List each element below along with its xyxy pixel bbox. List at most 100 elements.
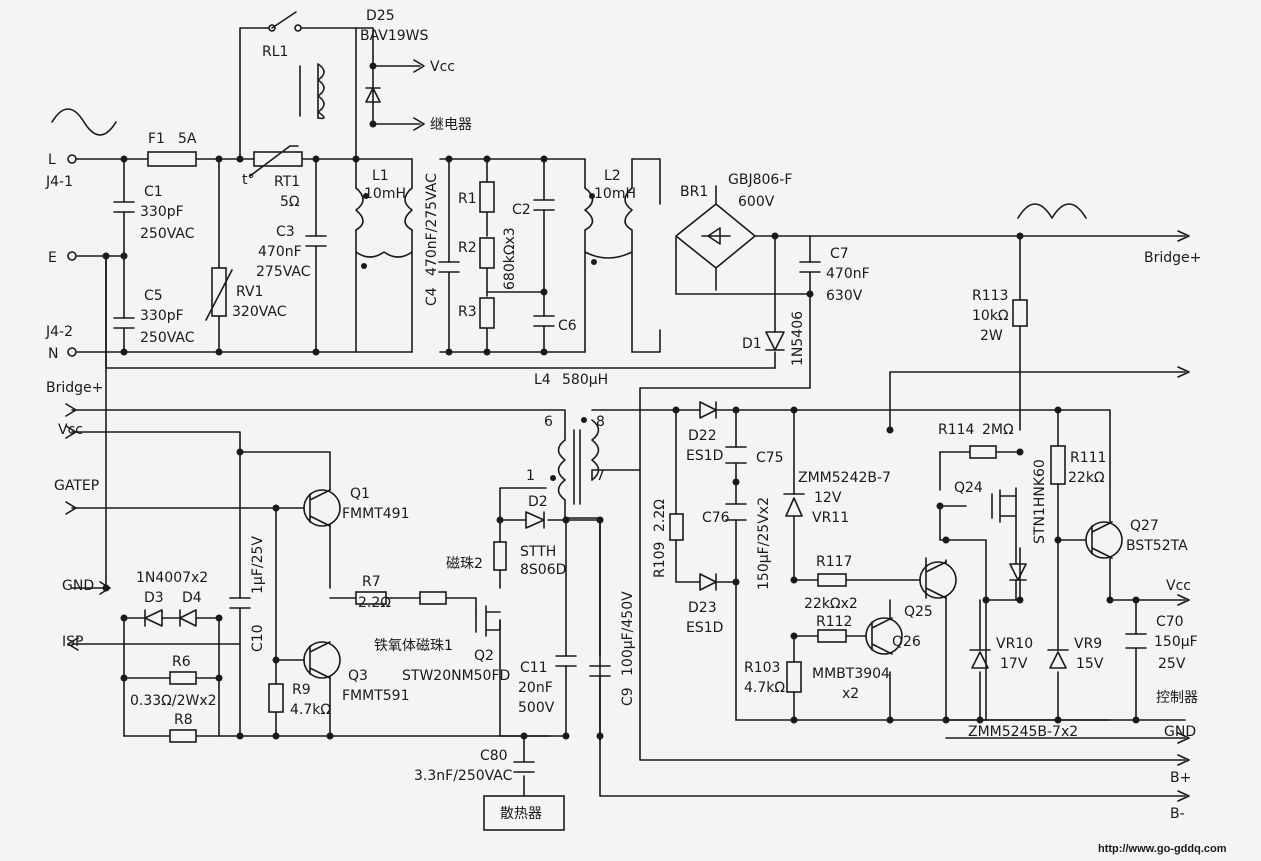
cap-C7 [799, 261, 821, 273]
label-T7: 7 [596, 468, 605, 484]
diode-STN [1009, 563, 1027, 581]
label-R112: R112 [816, 614, 852, 630]
label-R8: R8 [174, 712, 193, 728]
label-C1-rating: 250VAC [140, 226, 195, 242]
resistor-R3 [479, 297, 495, 329]
label-F1-value: 5A [178, 131, 197, 147]
label-D25: D25 [366, 8, 395, 24]
zener-VR10 [969, 649, 991, 669]
label-L: L [48, 152, 56, 168]
label-R68: 0.33Ω/2Wx2 [130, 693, 217, 709]
wires [71, 27, 1186, 797]
label-Q27-part: BST52TA [1126, 538, 1188, 554]
cap-C11 [555, 655, 577, 667]
diode-D22 [699, 401, 717, 419]
cap-C70 [1125, 633, 1147, 649]
bridge-BR1 [675, 203, 756, 269]
label-R113-value: 10kΩ [972, 308, 1009, 324]
terminal-N [67, 347, 77, 357]
label-D2-part2: 8S06D [520, 562, 566, 578]
label-C5-rating: 250VAC [140, 330, 195, 346]
zener-VR9 [1047, 649, 1069, 669]
label-D22: D22 [688, 428, 717, 444]
label-R111: R111 [1070, 450, 1106, 466]
transformer [557, 419, 600, 501]
label-Q1: Q1 [350, 486, 370, 502]
label-R103: R103 [744, 660, 780, 676]
cap-C1 [113, 201, 135, 213]
label-C3-rating: 275VAC [256, 264, 311, 280]
label-mmbt: MMBT3904 [812, 666, 890, 682]
cap-C4 [438, 261, 460, 273]
label-Q1-part: FMMT491 [342, 506, 409, 522]
cap-C2 [533, 199, 555, 211]
label-Q24: Q24 [954, 480, 983, 496]
relay-coil [317, 63, 325, 120]
label-C4: C4 [424, 287, 440, 306]
label-C3-value: 470nF [258, 244, 302, 260]
label-C80-value: 3.3nF/250VAC [414, 768, 513, 784]
label-BR1-value: 600V [738, 194, 775, 210]
ferrite-bead-2 [493, 541, 507, 571]
label-L2-value: 10mH [594, 186, 636, 202]
label-vcc-right: Vcc [1166, 578, 1191, 594]
label-zmm45: ZMM5245B-7x2 [968, 724, 1078, 740]
thermistor-RT1 [253, 151, 303, 167]
label-R6: R6 [172, 654, 191, 670]
label-Q26: Q26 [892, 634, 921, 650]
zener-VR11 [783, 493, 805, 517]
choke-L1 [355, 187, 413, 231]
label-Q3-part: FMMT591 [342, 688, 409, 704]
diode-D2 [525, 511, 545, 529]
label-L4-value: 580μH [562, 372, 608, 388]
resistor-R1 [479, 181, 495, 213]
label-bridge-left: Bridge+ [46, 380, 103, 396]
label-C11-rating: 500V [518, 700, 555, 716]
label-C80: C80 [480, 748, 508, 764]
diode-D25 [365, 87, 381, 103]
label-C7-rating: 630V [826, 288, 863, 304]
label-L1-value: 10mH [364, 186, 406, 202]
label-C9-value: 100μF/450V [620, 591, 636, 676]
label-T8: 8 [596, 414, 605, 430]
label-C9: C9 [620, 687, 636, 706]
label-C7: C7 [830, 246, 849, 262]
choke-L2 [584, 187, 633, 259]
label-C7576: 150μF/25Vx2 [756, 497, 772, 590]
mosfet-Q2 [475, 605, 501, 637]
label-C76: C76 [702, 510, 730, 526]
label-D1: D1 [742, 336, 762, 352]
label-RV1-value: 320VAC [232, 304, 287, 320]
label-BR1: BR1 [680, 184, 708, 200]
label-R117-value: 22kΩx2 [804, 596, 858, 612]
label-VR11: VR11 [812, 510, 849, 526]
label-C10-value: 1μF/25V [250, 536, 266, 594]
label-Q27: Q27 [1130, 518, 1159, 534]
ferrite-bead-1 [419, 591, 447, 605]
label-N: N [48, 346, 58, 362]
diode-D23 [699, 573, 717, 591]
label-D2: D2 [528, 494, 548, 510]
label-Rx3: 680kΩx3 [502, 227, 518, 290]
label-L2: L2 [604, 168, 621, 184]
label-vcc-top: Vcc [430, 59, 455, 75]
label-R113: R113 [972, 288, 1008, 304]
resistor-R112 [817, 629, 847, 643]
label-Q3: Q3 [348, 668, 368, 684]
label-C70-rating: 25V [1158, 656, 1186, 672]
label-R103-value: 4.7kΩ [744, 680, 785, 696]
label-R114: R114 [938, 422, 975, 438]
resistor-R9 [268, 683, 284, 713]
label-C5: C5 [144, 288, 163, 304]
label-R114-value: 2MΩ [982, 422, 1014, 438]
components [51, 11, 1190, 831]
label-heatsink: 散热器 [500, 806, 542, 822]
label-gnd-right: GND [1164, 724, 1196, 740]
label-R7-value: 2.2Ω [358, 595, 391, 611]
label-isp: ISP [62, 634, 83, 650]
label-R9-value: 4.7kΩ [290, 702, 331, 718]
heatsink-box [483, 795, 565, 831]
resistor-R8 [169, 729, 197, 743]
label-VR9: VR9 [1074, 636, 1102, 652]
label-D23-part: ES1D [686, 620, 723, 636]
